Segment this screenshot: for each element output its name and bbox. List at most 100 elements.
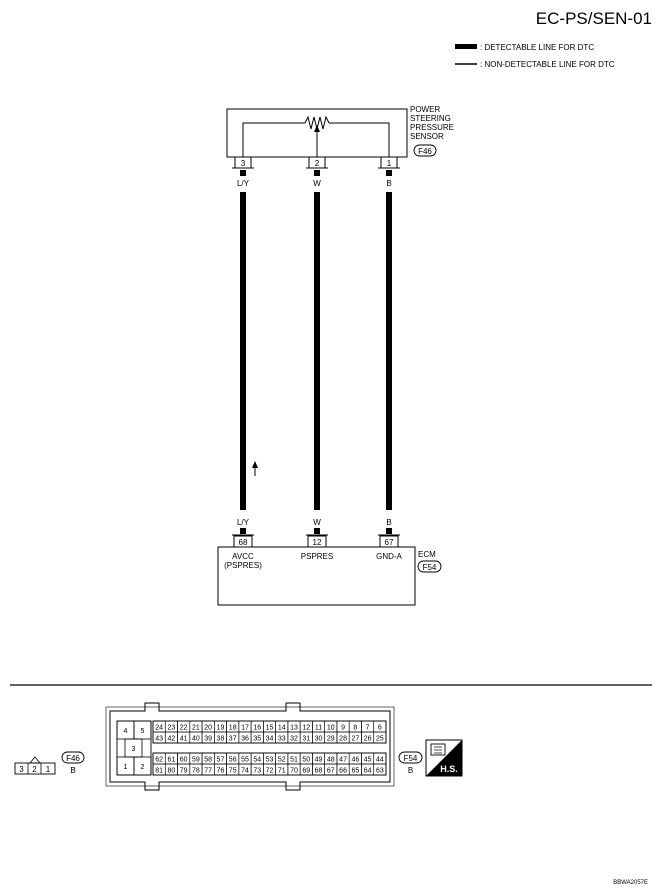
ecm-connector-badge bbox=[417, 560, 442, 573]
sensor-pin-2-label: 2 bbox=[315, 159, 320, 168]
hs-badge: H.S. bbox=[425, 739, 463, 777]
sensor-name-line-1: POWER bbox=[410, 105, 440, 114]
wire-color-w-top: W bbox=[313, 179, 321, 188]
ecm-unit: 68 12 67 AVCC (PSPRES) PSPRES GND-A ECM … bbox=[217, 528, 442, 606]
f46-face-pin-3: 3 bbox=[19, 765, 24, 774]
f54-pin-1: 1 bbox=[124, 764, 128, 771]
f54-pin-number: 27 bbox=[351, 736, 359, 743]
f54-pin-number: 64 bbox=[364, 768, 372, 775]
f54-view-color: B bbox=[408, 766, 413, 775]
wiper-arrow-icon bbox=[314, 125, 320, 132]
ecm-terminal-gnd-a: GND-A bbox=[376, 552, 402, 561]
f54-pin-number: 38 bbox=[217, 736, 225, 743]
legend: : DETECTABLE LINE FOR DTC : NON-DETECTAB… bbox=[455, 43, 615, 69]
f54-pin-number: 29 bbox=[327, 736, 335, 743]
ecm-connector-id: F54 bbox=[423, 563, 437, 572]
f54-pin-number: 65 bbox=[351, 768, 359, 775]
f54-pin-number: 14 bbox=[278, 725, 286, 732]
f54-pin-number: 66 bbox=[339, 768, 347, 775]
signal-arrow-icon bbox=[252, 461, 258, 468]
f54-pin-number: 8 bbox=[353, 725, 357, 732]
f54-pin-number: 15 bbox=[266, 725, 274, 732]
ecm-label: ECM bbox=[418, 550, 436, 559]
connector-symbol-icon bbox=[430, 743, 446, 756]
f54-pin-number: 11 bbox=[315, 725, 322, 732]
f54-pin-number: 58 bbox=[204, 757, 212, 764]
f54-pin-number: 19 bbox=[217, 725, 225, 732]
f46-housing bbox=[14, 762, 56, 775]
wire-color-b-bottom: B bbox=[386, 518, 391, 527]
page-title: EC-PS/SEN-01 bbox=[536, 9, 652, 28]
ecm-terminal-pspres: PSPRES bbox=[301, 552, 333, 561]
f54-pin-number: 39 bbox=[204, 736, 212, 743]
f54-pin-number: 18 bbox=[229, 725, 237, 732]
ecm-pin-12-label: 12 bbox=[313, 538, 322, 547]
ecm-terminal-avcc-sub: (PSPRES) bbox=[224, 561, 262, 570]
sensor-name-line-3: PRESSURE bbox=[410, 123, 454, 132]
f54-pin-number: 10 bbox=[327, 725, 335, 732]
f54-pin-number: 41 bbox=[180, 736, 188, 743]
f54-pin-number: 43 bbox=[155, 736, 163, 743]
f54-pin-number: 37 bbox=[229, 736, 237, 743]
f54-pin-2: 2 bbox=[141, 764, 145, 771]
f54-pin-number: 36 bbox=[241, 736, 249, 743]
f46-view-id: F46 bbox=[66, 754, 80, 763]
f54-pin-number: 81 bbox=[155, 768, 163, 775]
f54-pin-number: 80 bbox=[167, 768, 175, 775]
f54-pin-number: 17 bbox=[241, 725, 249, 732]
f54-pin-number: 49 bbox=[315, 757, 323, 764]
wire-color-w-bottom: W bbox=[313, 518, 321, 527]
f54-view-badge bbox=[398, 751, 423, 764]
sensor-internal-wire-left bbox=[242, 122, 305, 160]
f54-pin-number: 75 bbox=[229, 768, 237, 775]
pressure-sensor: POWER STEERING PRESSURE SENSOR F46 3 2 1 bbox=[226, 105, 454, 176]
f54-pin-number: 24 bbox=[155, 725, 163, 732]
sensor-internal-wire-right bbox=[329, 122, 390, 160]
f54-pin-number: 72 bbox=[266, 768, 274, 775]
f46-face-pin-2: 2 bbox=[32, 765, 37, 774]
f54-pin-number: 6 bbox=[378, 725, 382, 732]
f46-face-pin-1: 1 bbox=[46, 765, 51, 774]
f54-pin-number: 62 bbox=[155, 757, 163, 764]
f54-pin-number: 59 bbox=[192, 757, 200, 764]
f54-pin-number: 42 bbox=[167, 736, 175, 743]
wire-ly bbox=[240, 192, 246, 510]
f54-pin-number: 25 bbox=[376, 736, 384, 743]
legend-detectable-text: : DETECTABLE LINE FOR DTC bbox=[480, 43, 594, 52]
f54-pin-number: 63 bbox=[376, 768, 384, 775]
f54-pin-number: 26 bbox=[364, 736, 372, 743]
ecm-box bbox=[217, 546, 416, 606]
f54-pin-number: 31 bbox=[302, 736, 310, 743]
ecm-terminal-avcc: AVCC bbox=[232, 552, 254, 561]
f54-pin-number: 21 bbox=[192, 725, 200, 732]
f54-pin-number: 12 bbox=[302, 725, 310, 732]
f54-pin-number: 74 bbox=[241, 768, 249, 775]
f54-pin-number: 34 bbox=[266, 736, 274, 743]
f54-pin-cell bbox=[373, 731, 387, 744]
f54-view-id: F54 bbox=[404, 754, 418, 763]
f54-pin-number: 47 bbox=[339, 757, 347, 764]
f54-pin-number: 20 bbox=[204, 725, 212, 732]
f54-outer-shell bbox=[105, 706, 395, 787]
f54-pin-number: 22 bbox=[180, 725, 188, 732]
wire-color-ly-bottom: L/Y bbox=[237, 518, 250, 527]
f54-pin-number: 79 bbox=[180, 768, 188, 775]
f54-pin-number: 45 bbox=[364, 757, 372, 764]
f54-pin-number: 23 bbox=[167, 725, 175, 732]
wire-b bbox=[386, 192, 392, 510]
f54-pin-number: 9 bbox=[341, 725, 345, 732]
f54-pin-number: 33 bbox=[278, 736, 286, 743]
f54-pin-number: 61 bbox=[167, 757, 175, 764]
sensor-pin-1-label: 1 bbox=[387, 159, 392, 168]
wire-w bbox=[314, 192, 320, 510]
f54-pin-number: 73 bbox=[253, 768, 261, 775]
f54-pin-number: 78 bbox=[192, 768, 200, 775]
hs-badge-text: H.S. bbox=[440, 764, 458, 774]
f54-pin-3: 3 bbox=[132, 746, 136, 753]
sensor-name-line-4: SENSOR bbox=[410, 132, 444, 141]
legend-non-detectable-text: : NON-DETECTABLE LINE FOR DTC bbox=[480, 60, 615, 69]
f54-pin-number: 60 bbox=[180, 757, 188, 764]
ecm-pin-68-label: 68 bbox=[239, 538, 248, 547]
f54-pin-number: 50 bbox=[302, 757, 310, 764]
